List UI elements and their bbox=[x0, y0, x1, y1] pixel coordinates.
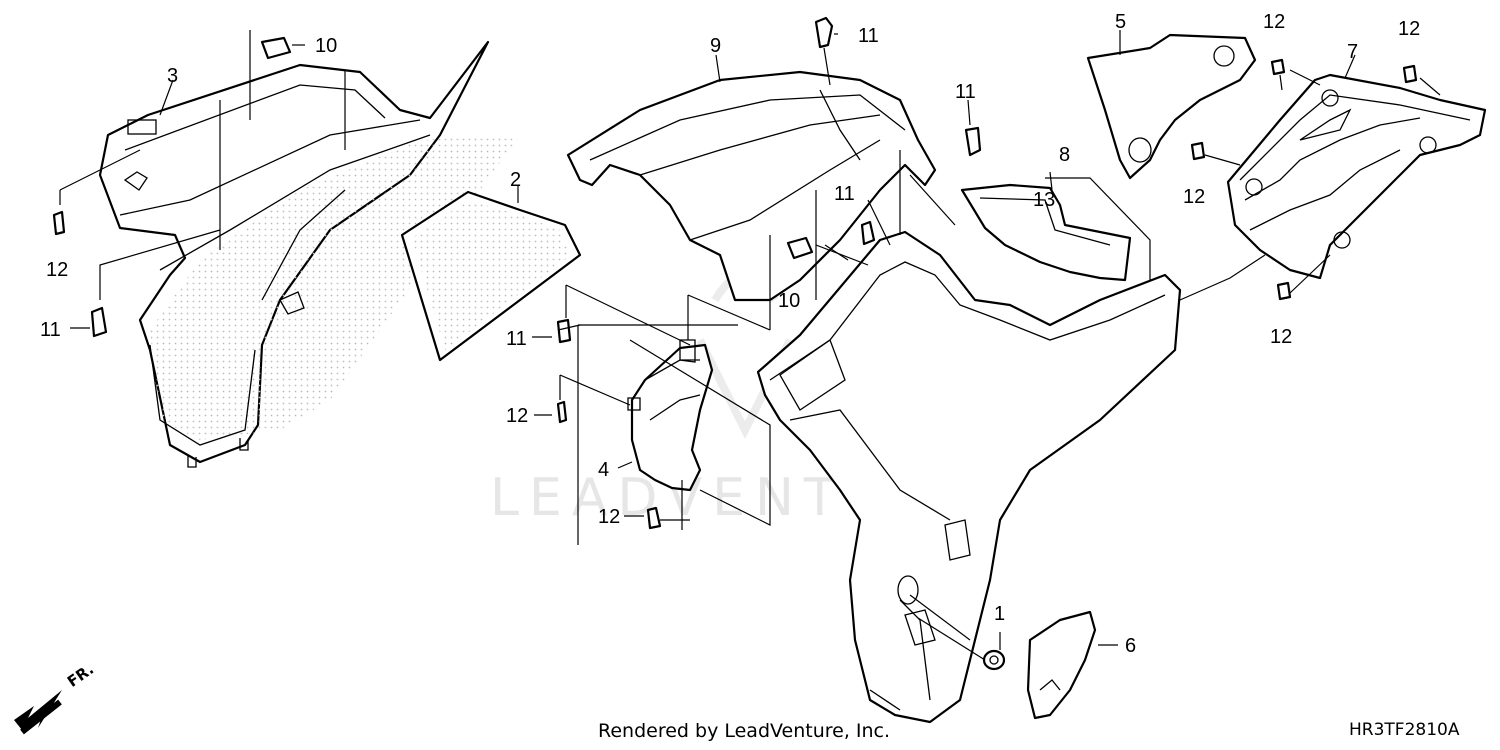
callout-11-top: 11 bbox=[858, 25, 879, 47]
callout-10-lower: 10 bbox=[778, 290, 800, 312]
side-cover-7 bbox=[1226, 73, 1487, 280]
small-cover-6 bbox=[1026, 610, 1097, 720]
callout-7: 7 bbox=[1347, 41, 1358, 63]
callout-12-mid: 12 bbox=[1183, 186, 1205, 208]
main-side-cover bbox=[756, 230, 1182, 724]
callout-12-bottom: 12 bbox=[1270, 326, 1292, 348]
left-side-cover bbox=[98, 40, 520, 468]
callout-3: 3 bbox=[167, 65, 178, 87]
callout-12-bracket-upper: 12 bbox=[506, 405, 528, 427]
callout-8: 8 bbox=[1059, 144, 1070, 166]
callout-12-bracket-lower: 12 bbox=[598, 506, 620, 528]
clip-nut-10-upper bbox=[260, 36, 292, 60]
callout-6: 6 bbox=[1125, 635, 1136, 657]
front-direction-arrow-icon bbox=[14, 690, 62, 735]
top-cover-9 bbox=[566, 70, 937, 302]
callout-9: 9 bbox=[710, 35, 721, 57]
callout-10-upper: 10 bbox=[315, 35, 337, 57]
plate-5 bbox=[1086, 33, 1257, 180]
callout-labels: 1 2 3 4 5 6 7 8 9 10 10 11 11 11 11 11 1… bbox=[40, 11, 1420, 657]
callout-11-bracket: 11 bbox=[506, 328, 527, 350]
callout-12-left: 12 bbox=[46, 259, 68, 281]
callout-2: 2 bbox=[510, 169, 521, 191]
render-credit: Rendered by LeadVenture, Inc. bbox=[598, 720, 891, 742]
insulator-13 bbox=[960, 183, 1132, 282]
callout-11-left: 11 bbox=[40, 319, 61, 341]
grommet-1 bbox=[982, 649, 1006, 671]
callout-12-top-a: 12 bbox=[1263, 11, 1285, 33]
callout-11-mid: 11 bbox=[834, 183, 855, 205]
leader-lines bbox=[59, 30, 1441, 661]
callout-13: 13 bbox=[1033, 189, 1055, 211]
callout-5: 5 bbox=[1115, 11, 1126, 33]
bracket-4 bbox=[627, 339, 714, 492]
callout-4: 4 bbox=[598, 459, 609, 481]
clip-nut-10-lower bbox=[786, 236, 814, 260]
callout-1: 1 bbox=[994, 603, 1005, 625]
callout-12-top-b: 12 bbox=[1398, 18, 1420, 40]
diagram-code: HR3TF2810A bbox=[1349, 720, 1460, 740]
side-panel-2 bbox=[400, 190, 582, 362]
fastener-parts bbox=[52, 16, 1418, 530]
callout-11-right: 11 bbox=[955, 81, 976, 103]
